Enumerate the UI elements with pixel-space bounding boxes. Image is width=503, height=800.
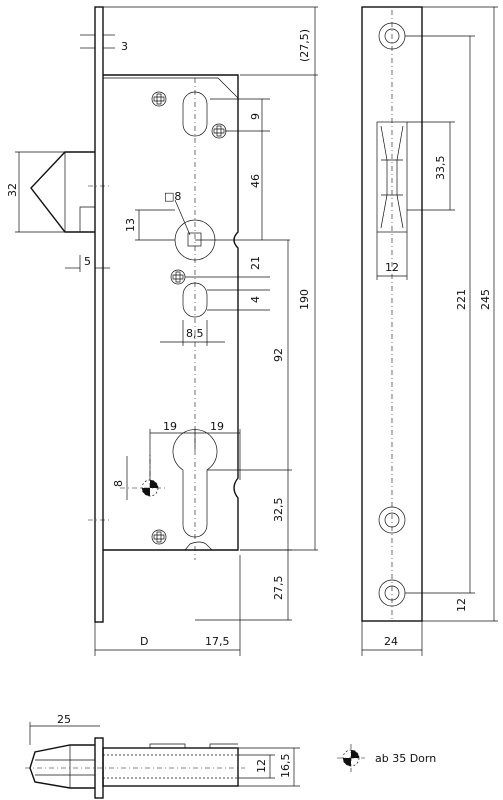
front-view [15, 6, 318, 656]
latch-profile [380, 125, 404, 229]
dim-25: 25 [57, 713, 71, 726]
backset-symbol-icon [141, 479, 159, 497]
dim-46: 46 [249, 174, 262, 188]
dim-27-5-top: (27,5) [298, 29, 311, 62]
follower-square [187, 232, 202, 247]
screw-icon [151, 529, 167, 545]
profile-cylinder-cutout [172, 429, 218, 538]
dim-19-left: 19 [163, 420, 177, 433]
dim-12-side: 12 [385, 261, 399, 274]
lower-slot [182, 282, 208, 318]
dim-190: 190 [298, 289, 311, 310]
latch-detail-view [25, 722, 300, 799]
case-bottom-notch [184, 541, 213, 551]
side-faceplate [361, 6, 423, 622]
dim-4: 4 [249, 296, 262, 303]
dim-5: 5 [84, 255, 91, 268]
dim-8-dorn: 8 [112, 480, 125, 487]
dim-8-5: 8,5 [186, 327, 204, 340]
latch-tip [29, 744, 95, 789]
dim-12-bottom: 12 [455, 598, 468, 612]
lock-case [103, 74, 239, 551]
latch-bolt [30, 151, 95, 233]
dim-245: 245 [479, 289, 492, 310]
dim-16-5: 16,5 [279, 754, 292, 779]
legend: ab 35 Dorn [337, 744, 436, 772]
dim-9: 9 [249, 113, 262, 120]
dim-33-5: 33,5 [434, 156, 447, 181]
dim-13: 13 [124, 218, 137, 232]
dim-21: 21 [249, 256, 262, 270]
side-view [361, 6, 498, 656]
dim-12-latch: 12 [255, 759, 268, 773]
dim-17-5: 17,5 [205, 635, 230, 648]
dim-221: 221 [455, 289, 468, 310]
dim-19-right: 19 [210, 420, 224, 433]
dim-27-5-bottom: 27,5 [272, 576, 285, 601]
case-inner-outline [103, 77, 239, 99]
dim-24: 24 [384, 635, 398, 648]
dim-32-5: 32,5 [272, 498, 285, 523]
latch-body [102, 747, 239, 787]
screw-icon [151, 91, 167, 107]
dim-square-8: □8 [164, 190, 181, 203]
dim-3: 3 [121, 40, 128, 53]
latch-bolt-inner [64, 152, 95, 232]
dim-92: 92 [272, 348, 285, 362]
faceplate [94, 6, 104, 623]
screw-icon [211, 123, 227, 139]
dim-D: D [140, 635, 148, 648]
legend-note: ab 35 Dorn [375, 752, 436, 765]
screw-icon [170, 269, 186, 285]
dim-32: 32 [6, 183, 19, 197]
backset-symbol-icon [337, 744, 365, 772]
